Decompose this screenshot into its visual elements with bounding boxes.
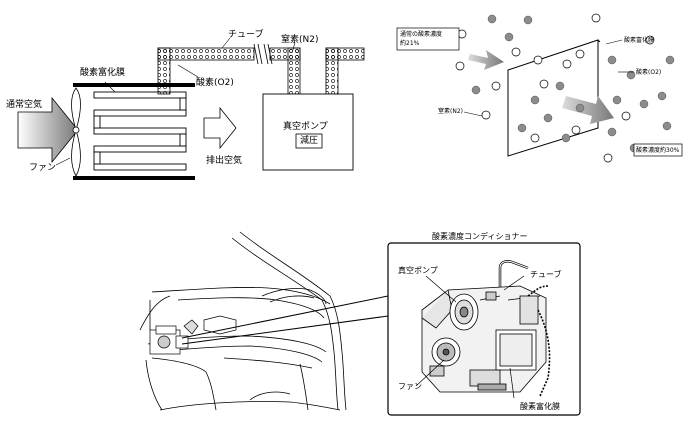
exhaust-air-label: 排出空気	[206, 156, 243, 166]
oxygen-conc-result-box	[633, 143, 683, 157]
fan-icon	[71, 87, 81, 180]
outflow-arrow	[562, 96, 614, 124]
housing-bottom-wall	[73, 176, 195, 180]
membrane-label-right: 酸素富化膜	[624, 37, 655, 44]
oxygen-conc-result-label: 酸素濃度約30%	[636, 147, 680, 154]
tube-break-marks	[253, 43, 273, 65]
decompress-label: 減圧	[300, 136, 319, 146]
nitrogen-molecules	[455, 13, 655, 163]
decompress-box	[295, 133, 323, 149]
conditioner-in-car	[149, 315, 237, 355]
vacuum-pump-label-bottom: 真空ポンプ	[398, 266, 438, 275]
housing-top-wall	[73, 83, 195, 87]
conditioner-detail	[421, 260, 551, 397]
normal-oxygen-box	[396, 27, 460, 51]
oxygen-label: 酸素(O2)	[196, 78, 234, 88]
tube-dotted	[157, 47, 365, 95]
nitrogen-label-right: 窒素(N2)	[438, 108, 463, 115]
molecular-view	[396, 13, 683, 163]
detail-leader-lines	[415, 275, 525, 399]
membrane-schematic	[17, 37, 365, 180]
fan-label: ファン	[29, 163, 57, 173]
normal-air-arrow	[17, 96, 79, 164]
tube-label-bottom: チューブ	[530, 270, 562, 279]
exhaust-air-arrow	[203, 106, 237, 150]
normal-air-label: 通常空気	[6, 100, 43, 110]
vacuum-pump-label: 真空ポンプ	[283, 122, 328, 132]
membrane-label-bottom: 酸素富化膜	[520, 402, 560, 411]
tube-label: チューブ	[228, 30, 264, 40]
oxygen-label-right: 酸素(O2)	[636, 69, 662, 76]
fan-label-bottom: ファン	[398, 382, 422, 391]
oxygen-molecules	[471, 14, 675, 153]
vacuum-pump-box	[262, 93, 354, 171]
nitrogen-label: 窒素(N2)	[281, 35, 319, 45]
car-illustration	[139, 231, 347, 411]
membrane-serpentine	[93, 91, 187, 171]
membrane-sheet	[507, 39, 599, 157]
normal-oxygen-conc-label-2: 約21%	[400, 40, 420, 47]
normal-oxygen-conc-label-1: 通常の酸素濃度	[400, 31, 443, 38]
conditioner-title: 酸素濃度コンディショナー	[432, 232, 528, 241]
membrane-label: 酸素富化膜	[80, 68, 126, 78]
inflow-arrow	[468, 50, 504, 70]
callout-lines	[181, 295, 389, 345]
